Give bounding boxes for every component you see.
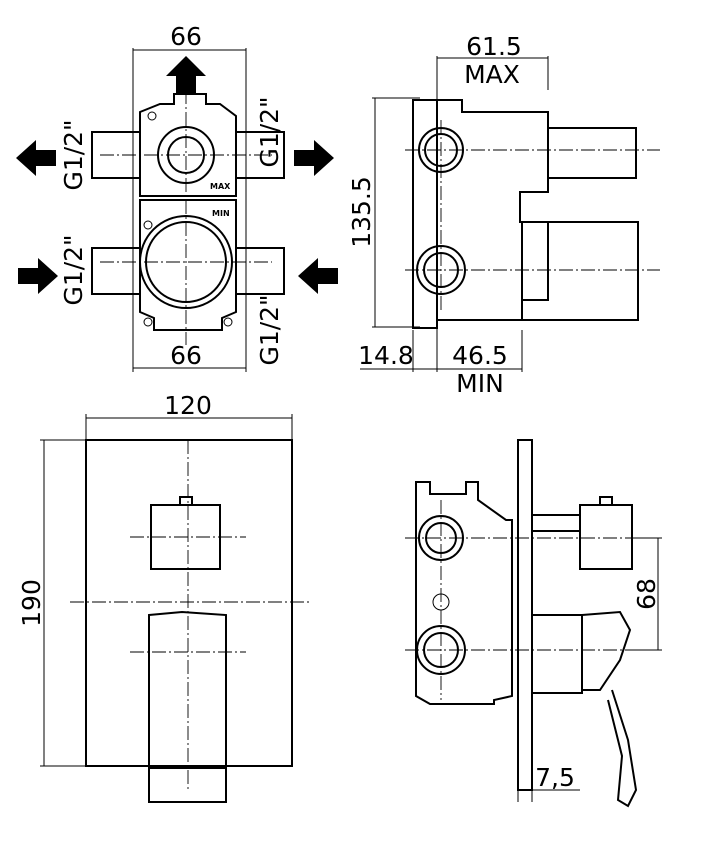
cover-plate-front-view: 120 190 xyxy=(17,391,310,803)
dim-depth-min: 46.5 xyxy=(452,341,508,370)
dim-top-width-upper: 66 xyxy=(170,22,202,51)
mark-max: MAX xyxy=(210,182,231,191)
arrow-left-icon xyxy=(16,140,56,176)
arrow-up-icon xyxy=(166,56,206,94)
arrow-right-in-icon xyxy=(18,258,58,294)
thread-label-bottom-right: G1/2" xyxy=(255,294,284,365)
arrow-left-in-icon xyxy=(298,258,338,294)
label-max: MAX xyxy=(464,60,520,89)
thread-label-top-right: G1/2" xyxy=(255,96,284,167)
dim-depth-max: 61.5 xyxy=(466,32,522,61)
label-min: MIN xyxy=(456,369,504,398)
thread-label-left-upper: G1/2" xyxy=(59,119,88,190)
dim-top-width-lower: 66 xyxy=(170,341,202,370)
valve-body-front-view: 66 66 MAX MIN G1/2" G xyxy=(16,22,338,372)
assembly-side-view: 68 7,5 xyxy=(405,439,662,808)
arrow-right-icon xyxy=(294,140,334,176)
valve-body-side-view: 61.5 MAX 135.5 14.8 46.5 MIN xyxy=(347,32,660,398)
dim-plate-width: 120 xyxy=(164,391,212,420)
dim-side-height: 135.5 xyxy=(347,176,376,248)
mark-min: MIN xyxy=(212,209,230,218)
dim-side-offset: 14.8 xyxy=(358,341,414,370)
dim-plate-thickness: 7,5 xyxy=(535,763,575,792)
thread-label-left-lower: G1/2" xyxy=(59,234,88,305)
dim-plate-height: 190 xyxy=(17,579,46,627)
dim-lever-spacing: 68 xyxy=(632,578,661,610)
